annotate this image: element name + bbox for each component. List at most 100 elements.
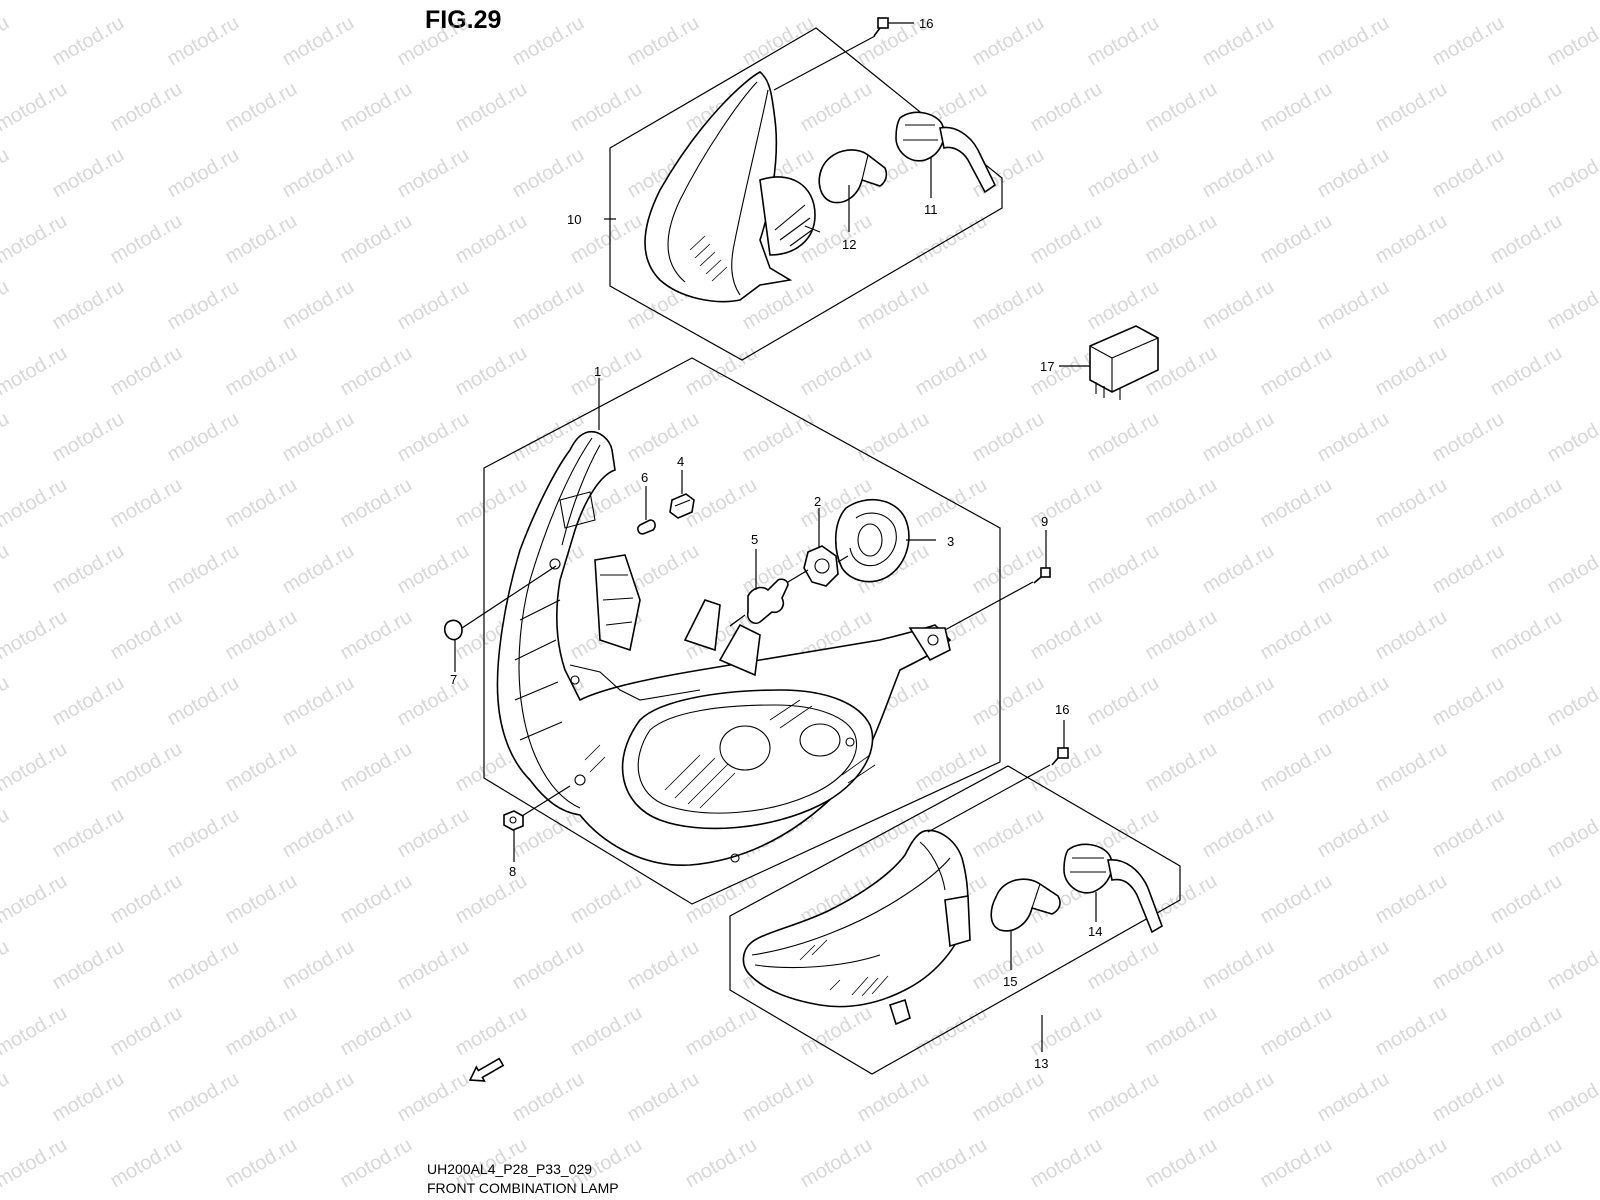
watermark-text: motod.ru <box>1487 1002 1566 1061</box>
watermark-text: motod.ru <box>1084 408 1163 467</box>
watermark-text: motod.ru <box>0 408 13 467</box>
watermark-text: motod.ru <box>452 474 531 533</box>
watermark-text: motod.ru <box>1027 1002 1106 1061</box>
watermark-text: motod.ru <box>337 474 416 533</box>
watermark-text: motod.ru <box>1084 672 1163 731</box>
watermark-text: motod.ru <box>854 1068 933 1127</box>
watermark-text: motod.ru <box>0 78 71 137</box>
position-lamp-bulb <box>637 519 656 535</box>
watermark-text: motod.ru <box>1199 804 1278 863</box>
watermark-text: motod.ru <box>1314 408 1393 467</box>
watermark-text: motod.ru <box>1544 12 1600 71</box>
watermark-text: motod.ru <box>969 540 1048 599</box>
watermark-text: motod.ru <box>1084 540 1163 599</box>
watermark-text: motod.ru <box>567 342 646 401</box>
watermark-text: motod.ru <box>1314 144 1393 203</box>
watermark-text: motod.ru <box>107 1134 186 1193</box>
watermark-text: motod.ru <box>0 1134 71 1193</box>
watermark-text: motod.ru <box>1372 1002 1451 1061</box>
watermark-text: motod.ru <box>107 474 186 533</box>
watermark-text: motod.ru <box>279 276 358 335</box>
watermark-text: motod.ru <box>0 738 71 797</box>
watermark-text: motod.ru <box>1314 540 1393 599</box>
callout-3: 3 <box>947 534 954 549</box>
watermark-text: motod.ru <box>279 144 358 203</box>
lower-lens-hatching <box>799 939 889 997</box>
watermark-text: motod.ru <box>164 936 243 995</box>
watermark-text: motod.ru <box>1199 144 1278 203</box>
watermark-text: motod.ru <box>1084 12 1163 71</box>
lower-group-outline <box>729 765 1181 1075</box>
watermark-text: motod.ru <box>164 12 243 71</box>
watermark-text: motod.ru <box>739 1068 818 1127</box>
watermark-text: motod.ru <box>0 1002 71 1061</box>
watermark-text: motod.ru <box>164 540 243 599</box>
watermark-text: motod.ru <box>107 0 186 4</box>
callout-4: 4 <box>677 454 684 469</box>
watermark-text: motod.ru <box>452 0 531 4</box>
watermark-text: motod.ru <box>1084 144 1163 203</box>
forward-direction-arrow: FWD <box>468 1057 505 1082</box>
callout-10: 10 <box>567 212 581 227</box>
watermark-text: motod.ru <box>0 804 13 863</box>
watermark-text: motod.ru <box>164 672 243 731</box>
watermark-text: motod.ru <box>279 408 358 467</box>
watermark-text: motod.ru <box>394 672 473 731</box>
watermark-text: motod.ru <box>1027 0 1106 4</box>
watermark-text: motod.ru <box>797 78 876 137</box>
watermark-text: motod.ru <box>912 210 991 269</box>
callout-16-top: 16 <box>919 16 933 31</box>
watermark-text: motod.ru <box>682 870 761 929</box>
upper-group-outline <box>609 27 1003 361</box>
watermark-text: motod.ru <box>969 12 1048 71</box>
drawing-code: UH200AL4_P28_P33_029 <box>427 1161 593 1177</box>
watermark-text: motod.ru <box>912 738 991 797</box>
watermark-text: motod.ru <box>1429 276 1508 335</box>
watermark-text: motod.ru <box>164 144 243 203</box>
upper-turn-signal-lens <box>644 71 821 303</box>
watermark-text: motod.ru <box>1199 936 1278 995</box>
watermark-text: motod.ru <box>1084 1068 1163 1127</box>
watermark-text: motod.ru <box>1314 804 1393 863</box>
watermark-text: motod.ru <box>0 606 71 665</box>
callout-8: 8 <box>509 864 516 879</box>
watermark-text: motod.ru <box>0 276 13 335</box>
watermark-text: motod.ru <box>912 342 991 401</box>
watermark-text: motod.ru <box>624 936 703 995</box>
watermark-text: motod.ru <box>337 1134 416 1193</box>
watermark-text: motod.ru <box>1372 606 1451 665</box>
watermark-text: motod.ru <box>1257 78 1336 137</box>
callout-5: 5 <box>751 532 758 547</box>
watermark-text: motod.ru <box>0 144 13 203</box>
watermark-text: motod.ru <box>1372 474 1451 533</box>
watermark-text: motod.ru <box>452 1002 531 1061</box>
watermark-text: motod.ru <box>222 474 301 533</box>
headlight-housing <box>496 430 952 866</box>
lower-screw <box>1051 747 1069 766</box>
watermark-text: motod.ru <box>394 144 473 203</box>
relay-unit: 17 <box>1040 325 1159 400</box>
watermark-text: motod.ru <box>1199 276 1278 335</box>
watermark-text: motod.ru <box>1487 0 1566 4</box>
headlight-lens-hatching <box>584 699 876 809</box>
watermark-text: motod.ru <box>0 12 13 71</box>
watermark-text: motod.ru <box>0 936 13 995</box>
watermark-text: motod.ru <box>912 1002 991 1061</box>
watermark-text: motod.ru <box>1199 408 1278 467</box>
watermark-text: motod.ru <box>1429 144 1508 203</box>
watermark-text: motod.ru <box>337 1002 416 1061</box>
watermark-text: motod.ru <box>49 144 128 203</box>
callout-1: 1 <box>594 364 601 379</box>
headlight-group-outline <box>483 357 1001 905</box>
callout-13: 13 <box>1034 1056 1048 1071</box>
watermark-text: motod.ru <box>1199 672 1278 731</box>
callout-6: 6 <box>641 470 648 485</box>
watermark-text: motod.ru <box>1027 474 1106 533</box>
watermark-text: motod.ru <box>1142 1134 1221 1193</box>
watermark-text: motod.ru <box>1372 78 1451 137</box>
lower-socket <box>1063 843 1163 934</box>
watermark-text: motod.ru <box>1544 804 1600 863</box>
watermark-text: motod.ru <box>1314 1068 1393 1127</box>
watermark-text: motod.ru <box>1372 210 1451 269</box>
watermark-text: motod.ru <box>1027 606 1106 665</box>
